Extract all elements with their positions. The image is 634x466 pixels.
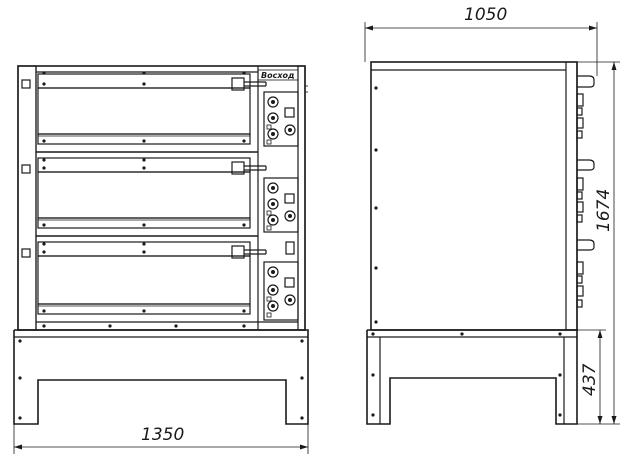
deck-2 (36, 151, 267, 229)
brand-logo-text: Восход (261, 71, 294, 80)
front-stand (13, 329, 309, 425)
side-view: 1050 1674 437 (364, 5, 620, 425)
deck-1-door (37, 87, 251, 135)
deck-2-door (37, 171, 251, 219)
hinge-3 (21, 248, 31, 258)
hinge-2 (21, 164, 31, 174)
side-handle-1 (577, 75, 595, 88)
main-switch (285, 241, 295, 255)
depth-dimension: 1050 (364, 5, 598, 76)
side-knobs (576, 93, 584, 308)
depth-dim-label: 1050 (464, 5, 507, 25)
side-handle-2 (577, 159, 595, 171)
control-panel-3 (263, 261, 299, 321)
deck-1 (37, 71, 267, 145)
side-handle-3 (577, 239, 595, 251)
brand-logo (257, 69, 299, 81)
side-cabinet-outline (370, 61, 578, 331)
stand-height-dim-label: 437 (580, 363, 600, 396)
side-stand (366, 329, 578, 425)
deck-3-door (37, 255, 251, 305)
control-panel-2 (263, 177, 299, 233)
control-panel-1 (263, 91, 299, 147)
width-dimension: 1350 (13, 424, 309, 454)
height-dimension: 1674 (577, 61, 620, 425)
height-dim-label: 1674 (594, 189, 614, 232)
front-right-post (297, 65, 306, 331)
front-cabinet-outline (17, 65, 306, 331)
hinge-1 (21, 79, 31, 89)
front-left-post (17, 65, 37, 331)
width-dim-label: 1350 (141, 425, 184, 445)
front-view: Восход (13, 65, 309, 454)
stand-height-dimension: 437 (577, 329, 606, 424)
deck-3 (36, 235, 267, 315)
